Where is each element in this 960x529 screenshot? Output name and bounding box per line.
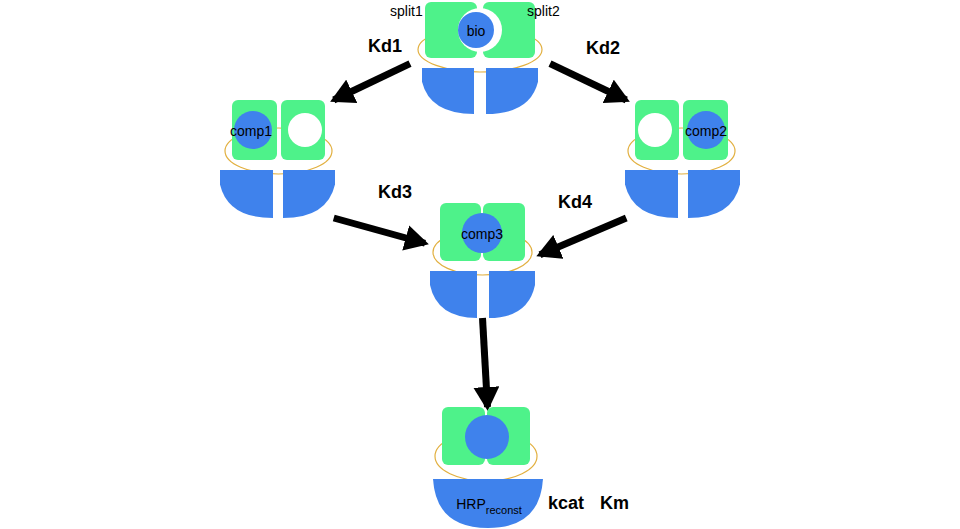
complex-name: HRP: [456, 496, 486, 512]
complex-illustration: [215, 100, 340, 218]
reaction-arrow: [483, 318, 488, 407]
binding-pocket: [288, 113, 322, 147]
protein-complex: HRPreconst: [425, 407, 550, 529]
reaction-arrow: [334, 64, 410, 100]
node-label: comp3: [461, 226, 503, 242]
hrp-fragment: [486, 68, 538, 114]
node-label: bio: [467, 23, 486, 39]
subscript: reconst: [486, 504, 522, 516]
reaction-arrow: [540, 218, 626, 255]
hrp-fragment: [422, 68, 474, 114]
ligand-circle: [458, 12, 494, 48]
split-domain: [281, 100, 325, 160]
protein-complex: comp3: [425, 203, 540, 318]
hrp-fragment: [625, 170, 678, 218]
complex-name: comp1: [230, 123, 272, 139]
complex-illustration: [620, 100, 745, 218]
split-domain: [683, 100, 728, 160]
part-name: split1: [390, 3, 423, 19]
protein-complex: comp2: [620, 100, 745, 218]
node-label: comp2: [685, 123, 727, 139]
hrp-fragment: [430, 271, 477, 318]
hrp-enzyme: [433, 479, 543, 528]
complex-name: comp2: [685, 123, 727, 139]
dissociation-constant: Kd3: [378, 182, 412, 203]
binding-pocket: [638, 113, 672, 147]
dissociation-constant: Kd2: [586, 38, 620, 59]
rate-constant: kcat: [548, 493, 584, 514]
hrp-fragment: [688, 170, 740, 218]
part-name: split2: [527, 3, 560, 19]
node-label: HRPreconst: [456, 496, 522, 516]
binding-pocket: [458, 8, 502, 52]
reaction-arrow: [334, 218, 425, 243]
complex-name: bio: [467, 23, 486, 39]
dissociation-constant: Kd1: [368, 36, 402, 57]
complex-illustration: [425, 203, 540, 318]
hrp-fragment: [220, 170, 273, 218]
hrp-fragment: [489, 271, 535, 318]
ligand-circle: [465, 415, 509, 459]
hrp-fragment: [283, 170, 335, 218]
node-label: comp1: [230, 123, 272, 139]
dissociation-constant: Kd4: [558, 192, 592, 213]
rate-constant: Km: [600, 493, 629, 514]
protein-complex: comp1: [215, 100, 340, 218]
reaction-arrow: [550, 64, 626, 100]
complex-name: comp3: [461, 226, 503, 242]
split-domain: [635, 100, 679, 160]
